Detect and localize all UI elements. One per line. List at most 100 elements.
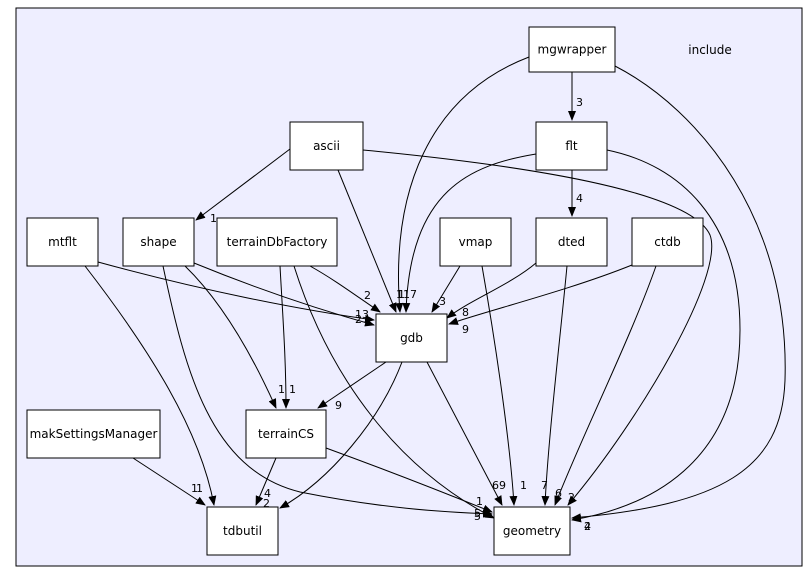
node-terrainCS[interactable]: terrainCS: [245, 409, 327, 459]
edge-label-dted-to-geometry: 7: [541, 479, 548, 492]
edge-label-flt-to-geometry: 2: [584, 520, 591, 533]
node-terrainDbFactory[interactable]: terrainDbFactory: [216, 217, 338, 267]
node-box-vmap[interactable]: [439, 217, 512, 267]
edge-label-terrainCS-to-geometry: 1: [476, 495, 483, 508]
node-vmap[interactable]: vmap: [439, 217, 512, 267]
edge-vmap-to-gdb: [431, 265, 461, 313]
edge-mgwrapper-to-gdb: [395, 56, 530, 313]
edge-terrainDbFactory-to-gdb: [309, 265, 381, 313]
edge-label-mgwrapper-to-geometry: 4: [584, 520, 591, 533]
edge-gdb-to-tdbutil: [279, 361, 403, 509]
node-box-terrainDbFactory[interactable]: [216, 217, 338, 267]
node-mtflt[interactable]: mtflt: [26, 217, 99, 267]
edge-ctdb-to-gdb: [448, 264, 633, 325]
node-box-ascii[interactable]: [289, 121, 364, 171]
node-box-tdbutil[interactable]: [206, 506, 279, 556]
node-label-ctdb: ctdb: [654, 235, 681, 249]
edge-makSettingsManager-to-tdbutil: [132, 457, 206, 506]
edge-label-vmap-to-geometry: 1: [520, 479, 527, 492]
edge-label-terrainDbFactory-to-geometry: 5: [474, 510, 481, 523]
edge-ctdb-to-geometry: [554, 265, 657, 506]
node-label-dted: dted: [558, 235, 585, 249]
edge-label-gdb-to-tdbutil: 2: [263, 497, 270, 510]
edge-label-ctdb-to-gdb: 9: [462, 323, 469, 336]
edge-label-ctdb-to-geometry: 6: [555, 487, 562, 500]
cluster-title: include: [688, 43, 731, 57]
edge-shape-to-terrainCS: [184, 265, 277, 409]
edge-mtflt-to-gdb: [97, 261, 375, 323]
edge-shape-to-gdb: [193, 262, 375, 327]
edge-label-vmap-to-gdb: 3: [439, 295, 446, 308]
node-box-shape[interactable]: [122, 217, 195, 267]
node-label-flt: flt: [565, 139, 578, 153]
edge-label-mtflt-to-gdb: 13: [355, 308, 369, 321]
edge-label-gdb-to-geometry: 69: [492, 479, 506, 492]
edge-flt-to-gdb: [402, 153, 537, 313]
edge-label-ascii-to-geometry: 2: [568, 491, 575, 504]
edge-terrainDbFactory-to-geometry: [293, 265, 495, 519]
nodes: mgwrapper ascii flt mtflt shape terrainDbFact…: [26, 26, 704, 556]
edge-label-mtflt-to-tdbutil: 1: [196, 482, 203, 495]
edge-dted-to-gdb: [446, 262, 537, 319]
edge-dted-to-geometry: [541, 265, 568, 506]
edge-flt-to-geometry: [571, 149, 741, 523]
node-geometry[interactable]: geometry: [493, 506, 571, 556]
edge-terrainCS-to-geometry: [325, 447, 493, 513]
node-box-mtflt[interactable]: [26, 217, 99, 267]
edge-ascii-to-gdb: [337, 169, 397, 313]
edges: [84, 56, 786, 523]
node-box-terrainCS[interactable]: [245, 409, 327, 459]
node-box-gdb[interactable]: [375, 313, 448, 363]
node-label-geometry: geometry: [503, 524, 561, 538]
edge-terrainDbFactory-to-terrainCS: [279, 265, 290, 409]
edge-label-mgwrapper-to-flt: 3: [576, 96, 583, 109]
node-label-mgwrapper: mgwrapper: [538, 43, 607, 57]
node-label-shape: shape: [140, 235, 176, 249]
edge-label-mgwrapper-to-gdb: 11: [396, 288, 410, 301]
edge-label-dted-to-gdb: 8: [462, 306, 469, 319]
node-ctdb[interactable]: ctdb: [631, 217, 704, 267]
node-box-makSettingsManager[interactable]: [26, 409, 161, 459]
node-label-terrainDbFactory: terrainDbFactory: [227, 235, 328, 249]
edge-mtflt-to-tdbutil: [84, 265, 217, 506]
edge-label-flt-to-gdb: 7: [410, 288, 417, 301]
node-label-ascii: ascii: [313, 139, 340, 153]
edge-ascii-to-shape: [195, 148, 291, 221]
node-gdb[interactable]: gdb: [375, 313, 448, 363]
node-box-ctdb[interactable]: [631, 217, 704, 267]
node-label-makSettingsManager: makSettingsManager: [30, 427, 158, 441]
edge-label-terrainDbFactory-to-terrainCS: 1: [289, 383, 296, 396]
node-label-mtflt: mtflt: [48, 235, 77, 249]
node-label-terrainCS: terrainCS: [258, 427, 314, 441]
node-dted[interactable]: dted: [535, 217, 608, 267]
node-label-gdb: gdb: [400, 331, 423, 345]
node-shape[interactable]: shape: [122, 217, 195, 267]
node-box-mgwrapper[interactable]: [528, 26, 616, 73]
node-label-tdbutil: tdbutil: [223, 524, 262, 538]
edge-label-shape-to-geometry: 5: [474, 507, 481, 520]
node-tdbutil[interactable]: tdbutil: [206, 506, 279, 556]
edge-label-shape-to-terrainCS: 1: [278, 383, 285, 396]
edge-label-ascii-to-gdb: 1: [398, 288, 405, 301]
node-ascii[interactable]: ascii: [289, 121, 364, 171]
node-makSettingsManager[interactable]: makSettingsManager: [26, 409, 161, 459]
edge-label-flt-to-dted: 4: [576, 192, 583, 205]
edge-label-terrainDbFactory-to-gdb: 2: [364, 289, 371, 302]
node-box-dted[interactable]: [535, 217, 608, 267]
node-label-vmap: vmap: [459, 235, 493, 249]
edge-gdb-to-terrainCS: [317, 361, 387, 409]
node-box-flt[interactable]: [535, 121, 608, 171]
edge-terrainCS-to-tdbutil: [255, 457, 277, 506]
edge-mgwrapper-to-geometry: [571, 65, 786, 522]
cluster-include: [15, 7, 803, 567]
edge-ascii-to-geometry: [362, 149, 713, 506]
node-box-geometry[interactable]: [493, 506, 571, 556]
edge-label-shape-to-gdb: 2: [355, 313, 362, 326]
edge-gdb-to-geometry: [426, 361, 503, 506]
edge-label-makSettingsManager-to-tdbutil: 1: [191, 482, 198, 495]
edge-label-ascii-to-shape: 1: [210, 212, 217, 225]
node-flt[interactable]: flt: [535, 121, 608, 171]
node-mgwrapper[interactable]: mgwrapper: [528, 26, 616, 73]
